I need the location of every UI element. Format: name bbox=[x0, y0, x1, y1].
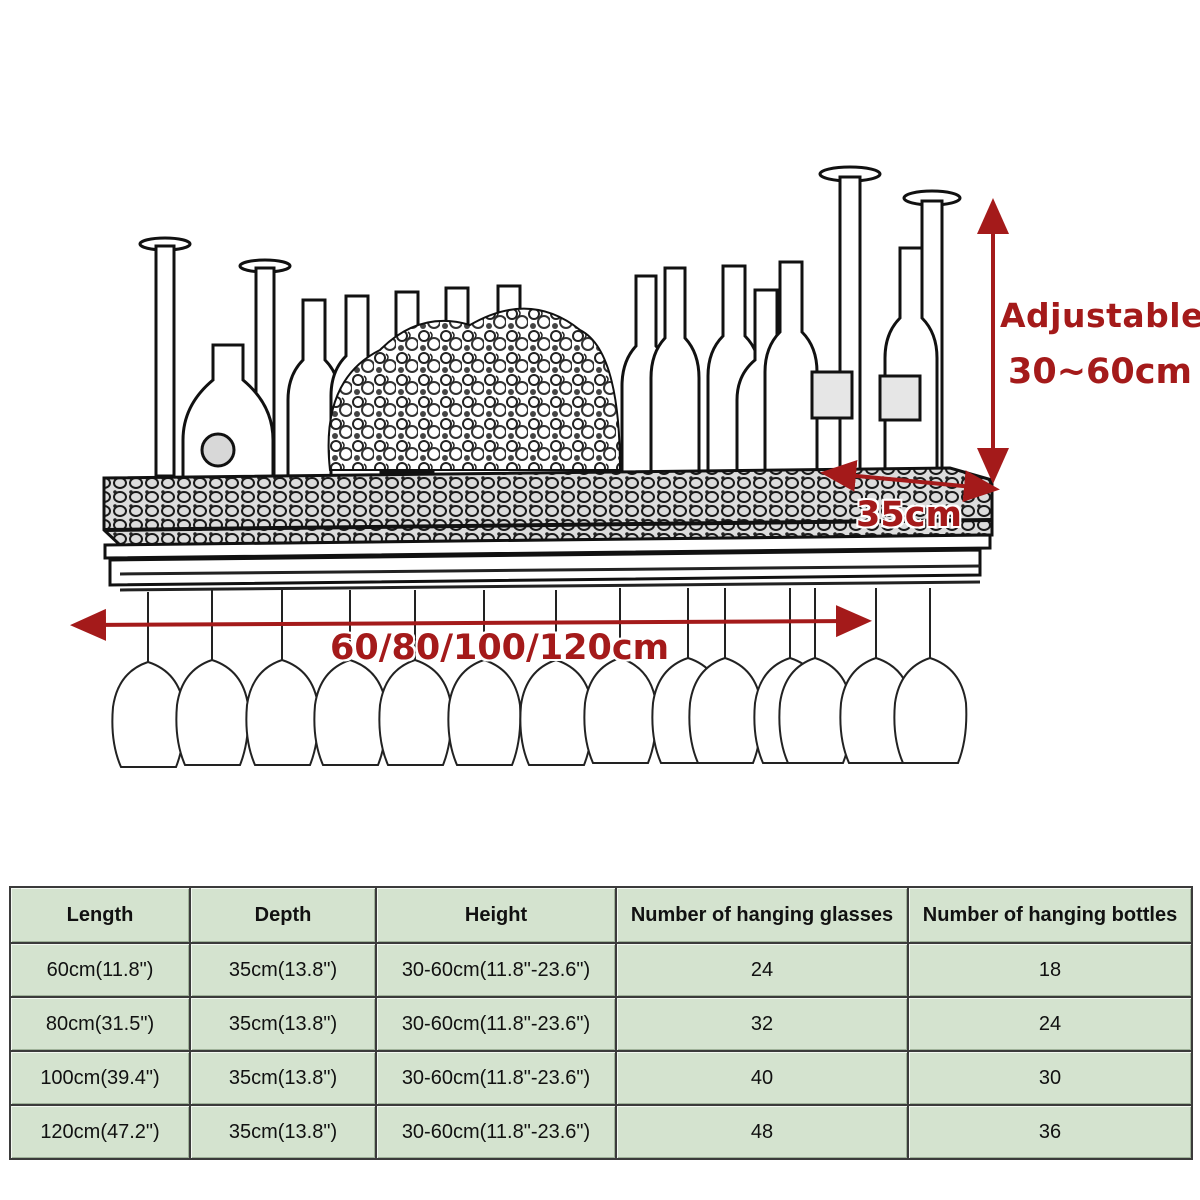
cell-depth: 35cm(13.8") bbox=[189, 1050, 377, 1106]
cell-length: 100cm(39.4") bbox=[9, 1050, 191, 1106]
table-header-row: Length Depth Height Number of hanging gl… bbox=[9, 886, 1193, 944]
cell-depth: 35cm(13.8") bbox=[189, 996, 377, 1052]
table-row: 80cm(31.5") 35cm(13.8") 30-60cm(11.8"-23… bbox=[9, 996, 1193, 1052]
shelf-tray bbox=[102, 466, 994, 587]
cell-height: 30-60cm(11.8"-23.6") bbox=[375, 1050, 617, 1106]
cell-depth: 35cm(13.8") bbox=[189, 1104, 377, 1160]
height-adjustable-label: Adjustable bbox=[1000, 296, 1200, 335]
cell-length: 120cm(47.2") bbox=[9, 1104, 191, 1160]
length-label: 60/80/100/120cm bbox=[330, 628, 670, 668]
cell-bottles: 30 bbox=[907, 1050, 1193, 1106]
dimension-arrows bbox=[70, 198, 1009, 641]
header-bottles: Number of hanging bottles bbox=[907, 886, 1193, 944]
header-length: Length bbox=[9, 886, 191, 944]
height-range-label: 30~60cm bbox=[1008, 352, 1192, 392]
depth-arrow bbox=[820, 459, 1000, 503]
cell-height: 30-60cm(11.8"-23.6") bbox=[375, 942, 617, 998]
wine-rack-illustration bbox=[70, 165, 1009, 768]
cell-length: 60cm(11.8") bbox=[9, 942, 191, 998]
depth-label: 35cm bbox=[856, 495, 962, 535]
table-row: 120cm(47.2") 35cm(13.8") 30-60cm(11.8"-2… bbox=[9, 1104, 1193, 1160]
cell-glasses: 24 bbox=[615, 942, 909, 998]
cell-height: 30-60cm(11.8"-23.6") bbox=[375, 1104, 617, 1160]
table-row: 60cm(11.8") 35cm(13.8") 30-60cm(11.8"-23… bbox=[9, 942, 1193, 998]
header-glasses: Number of hanging glasses bbox=[615, 886, 909, 944]
table-row: 100cm(39.4") 35cm(13.8") 30-60cm(11.8"-2… bbox=[9, 1050, 1193, 1106]
cell-height: 30-60cm(11.8"-23.6") bbox=[375, 996, 617, 1052]
spec-table: Length Depth Height Number of hanging gl… bbox=[9, 886, 1193, 1160]
glass-rails bbox=[119, 564, 981, 592]
header-height: Height bbox=[375, 886, 617, 944]
foliage-basket bbox=[327, 307, 622, 471]
length-arrow bbox=[70, 605, 872, 641]
cell-bottles: 24 bbox=[907, 996, 1193, 1052]
header-depth: Depth bbox=[189, 886, 377, 944]
cell-bottles: 36 bbox=[907, 1104, 1193, 1160]
cell-glasses: 32 bbox=[615, 996, 909, 1052]
cell-depth: 35cm(13.8") bbox=[189, 942, 377, 998]
cell-length: 80cm(31.5") bbox=[9, 996, 191, 1052]
cell-glasses: 40 bbox=[615, 1050, 909, 1106]
cell-bottles: 18 bbox=[907, 942, 1193, 998]
cell-glasses: 48 bbox=[615, 1104, 909, 1160]
hanging-glasses bbox=[111, 588, 968, 768]
